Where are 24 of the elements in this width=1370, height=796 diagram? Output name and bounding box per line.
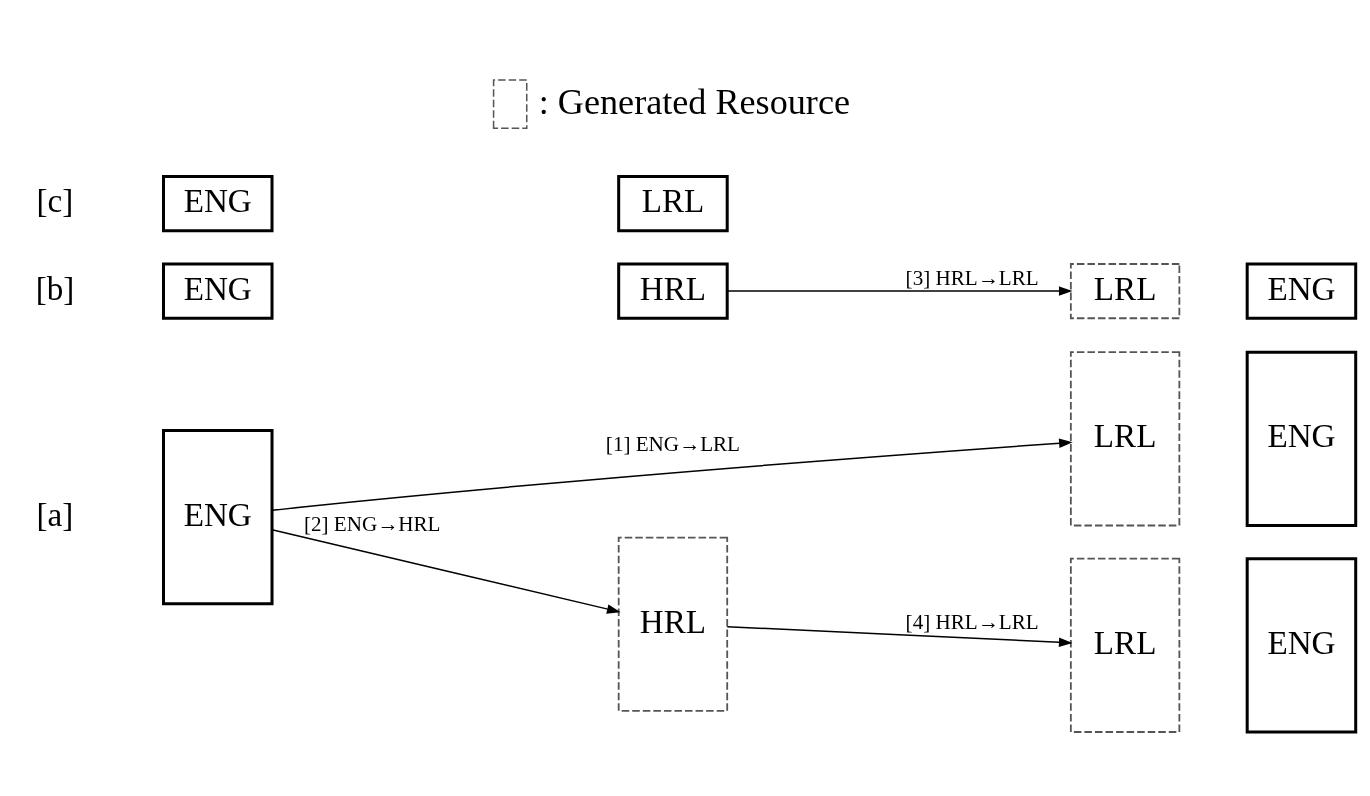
arrow [271,438,1073,511]
node-box: ENG [1245,261,1358,320]
node-box: LRL [1069,262,1181,319]
edge-label: [3] HRL→LRL [905,265,1039,290]
arrow [726,625,1073,647]
node-box: LRL [1069,350,1181,526]
node-box: ENG [162,261,274,320]
node-label: [b] [35,269,75,307]
edge-label: [4] HRL→LRL [905,609,1039,634]
node-box: HRL [617,536,729,712]
node-box: ENG [1245,350,1358,527]
arrow [726,285,1073,296]
node-box: LRL [1069,557,1181,733]
arrow [271,528,621,614]
edge-label: [1] ENG→LRL [605,431,741,456]
node-box: ENG [162,428,274,605]
legend-label: : Generated Resource [538,81,850,122]
node-box: HRL [617,261,729,320]
node-box: ENG [1245,556,1358,733]
node-label: [c] [36,181,74,219]
node-box: ENG [162,174,274,232]
node-box: LRL [617,174,729,232]
edge-label: [2] ENG→HRL [304,511,441,536]
node-label: [a] [36,495,74,533]
